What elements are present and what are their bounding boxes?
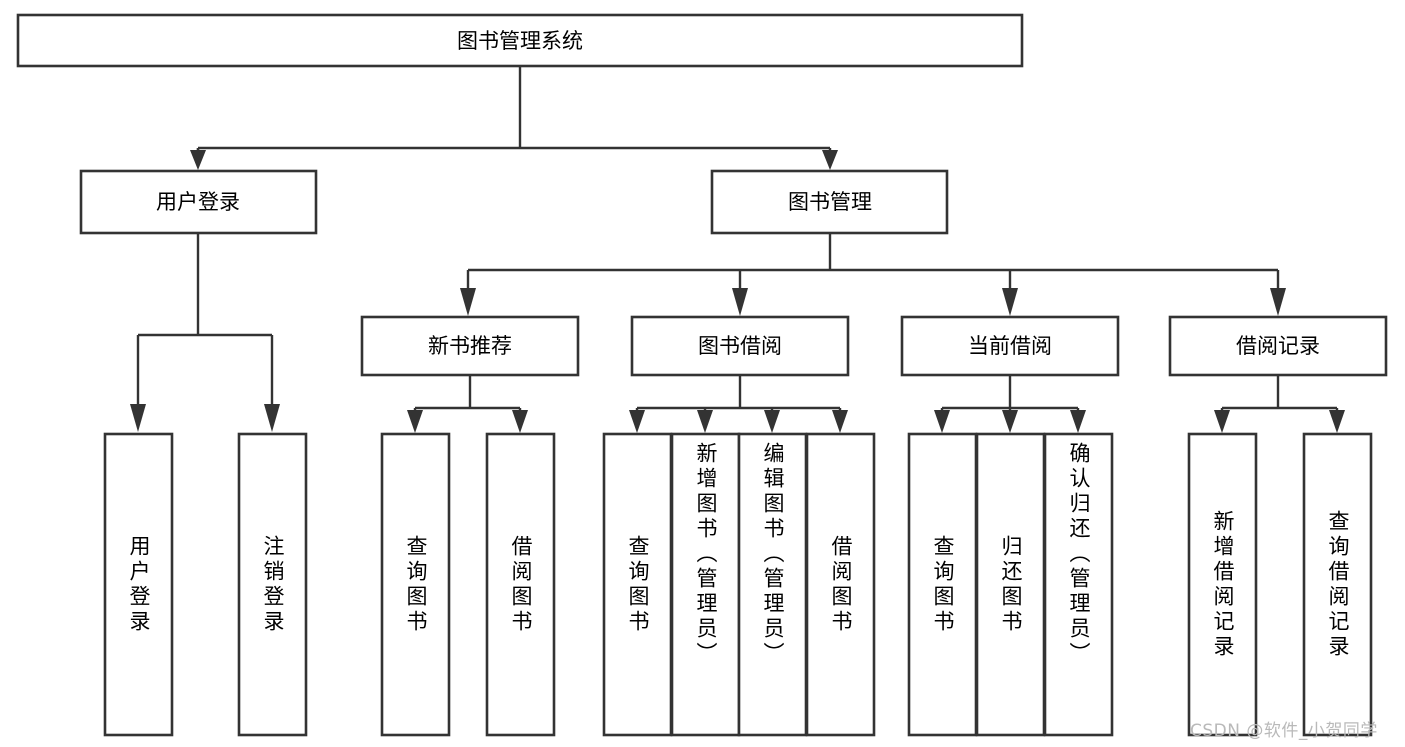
arrow-head-leaf-logout-login bbox=[264, 404, 280, 432]
arrow-head-user-login bbox=[190, 150, 206, 170]
node-leaf-logout-login-box[interactable] bbox=[237, 432, 308, 737]
node-book-borrow-box[interactable] bbox=[630, 315, 850, 377]
connector-layer bbox=[130, 66, 1345, 433]
arrow-head-borrow-record bbox=[1270, 288, 1286, 316]
node-book-borrow[interactable]: 图书借阅 bbox=[630, 315, 850, 377]
node-leaf-edit-book-box[interactable] bbox=[737, 432, 808, 737]
node-leaf-confirm-return-box[interactable] bbox=[1043, 432, 1114, 737]
node-root[interactable]: 图书管理系统 bbox=[16, 13, 1024, 68]
node-borrow-record-box[interactable] bbox=[1168, 315, 1388, 377]
arrow-head-new-book-recommend bbox=[460, 288, 476, 316]
node-leaf-user-login-box[interactable] bbox=[103, 432, 174, 737]
arrow-head-leaf-user-login bbox=[130, 404, 146, 432]
node-user-login-box[interactable] bbox=[79, 169, 318, 235]
node-root-box[interactable] bbox=[16, 13, 1024, 68]
node-current-borrow-box[interactable] bbox=[900, 315, 1120, 377]
arrow-head-leaf-borrow-book-2 bbox=[832, 410, 848, 433]
node-borrow-record[interactable]: 借阅记录 bbox=[1168, 315, 1388, 377]
node-new-book-recommend[interactable]: 新书推荐 bbox=[360, 315, 580, 377]
node-leaf-return-book-box[interactable] bbox=[975, 432, 1046, 737]
node-current-borrow-label: 当前借阅 bbox=[968, 334, 1052, 358]
node-leaf-query-book-1-box[interactable] bbox=[380, 432, 451, 737]
leaf-box-layer bbox=[103, 432, 1373, 737]
arrow-head-leaf-edit-book bbox=[764, 410, 780, 433]
node-book-management[interactable]: 图书管理 bbox=[710, 169, 949, 235]
node-leaf-query-book-3-box[interactable] bbox=[907, 432, 978, 737]
node-leaf-borrow-book-1-box[interactable] bbox=[485, 432, 556, 737]
arrow-head-leaf-add-borrow-record bbox=[1214, 410, 1230, 433]
arrow-head-leaf-query-book-2 bbox=[629, 410, 645, 433]
csdn-watermark: CSDN @软件_小贺同学 bbox=[1190, 721, 1378, 741]
node-leaf-query-book-2-box[interactable] bbox=[602, 432, 673, 737]
node-new-book-recommend-label: 新书推荐 bbox=[428, 334, 512, 358]
arrow-head-leaf-query-borrow-record bbox=[1329, 410, 1345, 433]
node-book-borrow-label: 图书借阅 bbox=[698, 334, 782, 358]
node-user-login-label: 用户登录 bbox=[156, 190, 240, 214]
arrow-head-book-management bbox=[822, 150, 838, 170]
arrow-head-leaf-confirm-return bbox=[1070, 410, 1086, 433]
node-root-label: 图书管理系统 bbox=[457, 29, 583, 53]
arrow-head-leaf-return-book bbox=[1002, 410, 1018, 433]
arrow-head-leaf-add-book bbox=[697, 410, 713, 433]
node-book-management-label: 图书管理 bbox=[788, 190, 872, 214]
arrow-head-leaf-query-book-3 bbox=[934, 410, 950, 433]
node-leaf-query-borrow-record-box[interactable] bbox=[1302, 432, 1373, 737]
node-leaf-add-book-box[interactable] bbox=[670, 432, 741, 737]
arrow-head-leaf-borrow-book-1 bbox=[512, 410, 528, 433]
arrow-head-current-borrow bbox=[1002, 288, 1018, 316]
node-user-login[interactable]: 用户登录 bbox=[79, 169, 318, 235]
node-new-book-recommend-box[interactable] bbox=[360, 315, 580, 377]
arrow-head-leaf-query-book-1 bbox=[407, 410, 423, 433]
arrow-head-book-borrow bbox=[732, 288, 748, 316]
node-leaf-borrow-book-2-box[interactable] bbox=[805, 432, 876, 737]
node-current-borrow[interactable]: 当前借阅 bbox=[900, 315, 1120, 377]
node-book-management-box[interactable] bbox=[710, 169, 949, 235]
node-borrow-record-label: 借阅记录 bbox=[1236, 334, 1320, 358]
node-leaf-add-borrow-record-box[interactable] bbox=[1187, 432, 1258, 737]
